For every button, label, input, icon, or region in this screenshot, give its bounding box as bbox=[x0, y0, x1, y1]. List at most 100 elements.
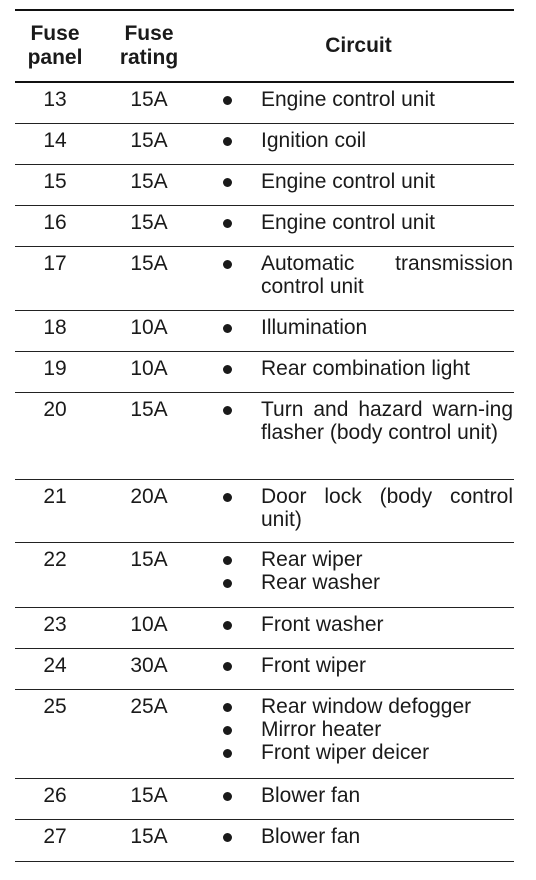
header-circuit: Circuit bbox=[203, 11, 514, 81]
fuse-rating-cell: 10A bbox=[130, 613, 168, 636]
fuse-panel-cell: 24 bbox=[43, 654, 67, 677]
table-header: Fuse panel Fuse rating Circuit bbox=[15, 11, 514, 83]
circuit-item: Rear combination light bbox=[203, 357, 514, 380]
fuse-panel-cell: 15 bbox=[43, 170, 67, 193]
circuit-cell: Engine control unit bbox=[203, 88, 514, 111]
circuit-item: Engine control unit bbox=[203, 170, 514, 193]
fuse-panel-cell: 19 bbox=[43, 357, 67, 380]
circuit-text: Illumination bbox=[261, 316, 368, 339]
table-row: 19 10A Rear combination light bbox=[15, 352, 514, 393]
circuit-item: Front washer bbox=[203, 613, 514, 636]
fuse-panel-cell: 25 bbox=[43, 695, 67, 718]
circuit-text: Front wiper bbox=[261, 654, 367, 677]
fuse-panel-cell: 20 bbox=[43, 398, 67, 421]
circuit-cell: Engine control unit bbox=[203, 211, 514, 234]
fuse-panel-cell: 21 bbox=[43, 485, 67, 508]
circuit-cell: Front wiper bbox=[203, 654, 514, 677]
table-row: 24 30A Front wiper bbox=[15, 649, 514, 690]
fuse-rating-cell: 15A bbox=[130, 211, 168, 234]
header-fuse-panel: Fuse panel bbox=[15, 11, 95, 81]
circuit-item: Blower fan bbox=[203, 784, 514, 807]
fuse-rating-cell: 20A bbox=[130, 485, 168, 508]
circuit-text: Rear combination light bbox=[261, 357, 470, 380]
header-fuse-panel-line1: Fuse bbox=[30, 22, 80, 45]
fuse-rating-cell: 15A bbox=[130, 170, 168, 193]
circuit-item: Rear washer bbox=[203, 571, 514, 594]
circuit-text: Engine control unit bbox=[261, 170, 435, 193]
table-row: 13 15A Engine control unit bbox=[15, 83, 514, 124]
circuit-item: Front wiper bbox=[203, 654, 514, 677]
bullet-icon bbox=[223, 833, 232, 842]
bullet-icon bbox=[223, 365, 232, 374]
bullet-icon bbox=[223, 749, 232, 758]
circuit-item: Mirror heater bbox=[203, 718, 514, 741]
circuit-cell: Rear combination light bbox=[203, 357, 514, 380]
bullet-icon bbox=[223, 178, 232, 187]
circuit-item: Ignition coil bbox=[203, 129, 514, 152]
fuse-rating-cell: 30A bbox=[130, 654, 168, 677]
bullet-icon bbox=[223, 703, 232, 712]
header-circuit-label: Circuit bbox=[325, 34, 392, 57]
circuit-text: Rear washer bbox=[261, 571, 381, 594]
fuse-table: Fuse panel Fuse rating Circuit 13 15A Engi… bbox=[15, 9, 514, 862]
fuse-rating-cell: 15A bbox=[130, 548, 168, 571]
circuit-text: Mirror heater bbox=[261, 718, 382, 741]
bullet-icon bbox=[223, 324, 232, 333]
circuit-text: Rear wiper bbox=[261, 548, 363, 571]
bullet-icon bbox=[223, 137, 232, 146]
fuse-panel-cell: 18 bbox=[43, 316, 67, 339]
circuit-item: Engine control unit bbox=[203, 88, 514, 111]
bullet-icon bbox=[223, 579, 232, 588]
fuse-panel-cell: 16 bbox=[43, 211, 67, 234]
circuit-item: Blower fan bbox=[203, 825, 514, 848]
circuit-item: Engine control unit bbox=[203, 211, 514, 234]
header-fuse-rating-line1: Fuse bbox=[124, 22, 174, 45]
bullet-icon bbox=[223, 662, 232, 671]
fuse-panel-cell: 27 bbox=[43, 825, 67, 848]
bullet-icon bbox=[223, 260, 232, 269]
circuit-text: Engine control unit bbox=[261, 88, 435, 111]
bullet-icon bbox=[223, 556, 232, 565]
circuit-item: Rear window defogger bbox=[203, 695, 514, 718]
circuit-text: Front wiper deicer bbox=[261, 741, 430, 764]
fuse-panel-cell: 14 bbox=[43, 129, 67, 152]
fuse-panel-cell: 13 bbox=[43, 88, 67, 111]
circuit-cell: Ignition coil bbox=[203, 129, 514, 152]
circuit-item: Rear wiper bbox=[203, 548, 514, 571]
circuit-cell: Turn and hazard warn-ing flasher (body c… bbox=[203, 398, 514, 467]
fuse-rating-cell: 10A bbox=[130, 357, 168, 380]
fuse-rating-cell: 15A bbox=[130, 825, 168, 848]
bullet-icon bbox=[223, 406, 232, 415]
header-fuse-rating-line2: rating bbox=[119, 46, 179, 69]
fuse-rating-cell: 15A bbox=[130, 252, 168, 275]
circuit-text: Rear window defogger bbox=[261, 695, 472, 718]
circuit-item: Automatic transmission control unit bbox=[203, 252, 514, 298]
circuit-text: Blower fan bbox=[261, 784, 361, 807]
fuse-rating-cell: 25A bbox=[130, 695, 168, 718]
circuit-text: Front washer bbox=[261, 613, 384, 636]
table-row: 21 20A Door lock (body control unit) bbox=[15, 480, 514, 543]
bullet-icon bbox=[223, 621, 232, 630]
circuit-item: Turn and hazard warn-ing flasher (body c… bbox=[203, 398, 514, 444]
bullet-icon bbox=[223, 726, 232, 735]
table-row: 27 15A Blower fan bbox=[15, 820, 514, 862]
table-row: 16 15A Engine control unit bbox=[15, 206, 514, 247]
table-row: 15 15A Engine control unit bbox=[15, 165, 514, 206]
circuit-item: Door lock (body control unit) bbox=[203, 485, 514, 531]
bullet-icon bbox=[223, 96, 232, 105]
bullet-icon bbox=[223, 792, 232, 801]
fuse-rating-cell: 15A bbox=[130, 88, 168, 111]
fuse-rating-cell: 15A bbox=[130, 784, 168, 807]
circuit-cell: Illumination bbox=[203, 316, 514, 339]
circuit-cell: Blower fan bbox=[203, 784, 514, 807]
header-fuse-rating: Fuse rating bbox=[95, 11, 203, 81]
circuit-text: Door lock (body control unit) bbox=[261, 485, 513, 531]
